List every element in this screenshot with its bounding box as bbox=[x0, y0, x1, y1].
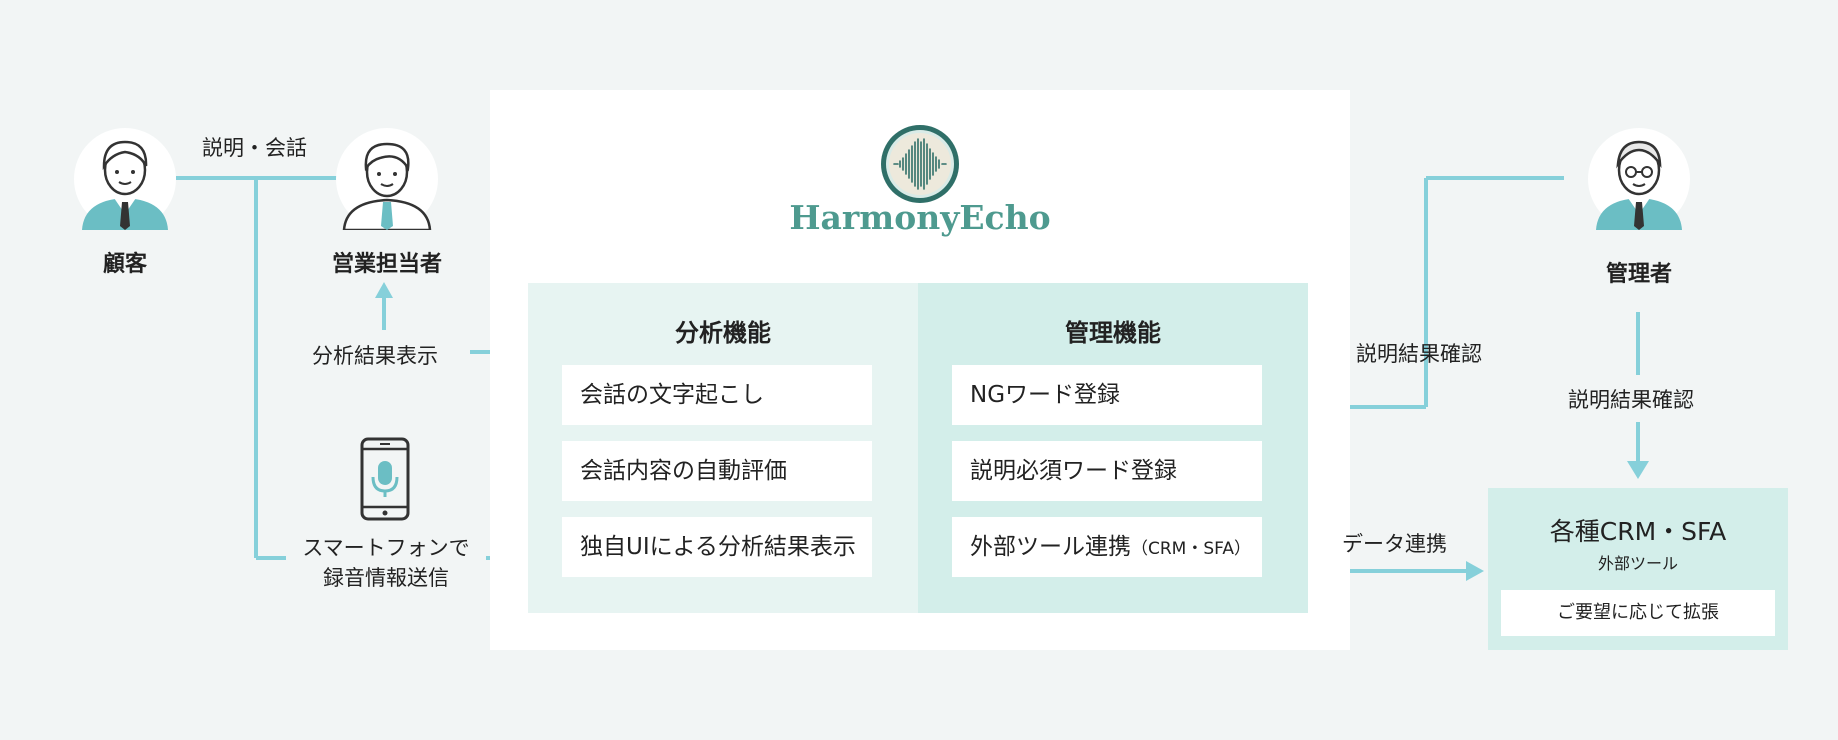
admin-avatar bbox=[1588, 128, 1690, 230]
management-item-required-words: 説明必須ワード登録 bbox=[952, 441, 1262, 501]
management-panel-title: 管理機能 bbox=[1065, 319, 1161, 347]
analysis-item-ui-display: 独自UIによる分析結果表示 bbox=[562, 517, 872, 577]
customer-label: 顧客 bbox=[102, 252, 147, 277]
analysis-up-arrowhead bbox=[375, 282, 393, 298]
management-item-external-tools-note: （CRM・SFA） bbox=[1131, 539, 1251, 559]
analysis-features-panel: 分析機能 会話の文字起こし 会話内容の自動評価 独自UIによる分析結果表示 bbox=[528, 283, 918, 613]
analysis-item-transcription: 会話の文字起こし bbox=[562, 365, 872, 425]
management-features-panel: 管理機能 NGワード登録 説明必須ワード登録 外部ツール連携（CRM・SFA） bbox=[918, 283, 1308, 613]
sales-rep-avatar-icon bbox=[336, 128, 438, 232]
customer-avatar-icon bbox=[74, 128, 176, 230]
crm-title: 各種CRM・SFA bbox=[1549, 517, 1727, 546]
smartphone-icon-wrapper bbox=[360, 437, 410, 521]
management-item-external-tools-label: 外部ツール連携 bbox=[970, 534, 1131, 560]
analysis-item-auto-evaluation: 会話内容の自動評価 bbox=[562, 441, 872, 501]
crm-extension-button: ご要望に応じて拡張 bbox=[1501, 590, 1775, 636]
brand-logo bbox=[880, 124, 960, 204]
customer-avatar bbox=[74, 128, 176, 230]
sales-rep-label: 営業担当者 bbox=[331, 252, 442, 277]
recording-label-line1: スマートフォンで bbox=[302, 536, 470, 560]
brand-name: HarmonyEcho bbox=[789, 198, 1051, 237]
data-link-label: データ連携 bbox=[1342, 532, 1447, 556]
soundwave-logo-icon bbox=[881, 125, 959, 203]
management-item-external-tools: 外部ツール連携（CRM・SFA） bbox=[952, 517, 1262, 577]
conversation-label: 説明・会話 bbox=[202, 136, 307, 160]
admin-confirm-crm-label: 説明結果確認 bbox=[1568, 388, 1694, 412]
analysis-display-label: 分析結果表示 bbox=[312, 344, 438, 368]
recording-label-line2: 録音情報送信 bbox=[323, 566, 449, 590]
admin-avatar-icon bbox=[1588, 128, 1690, 230]
analysis-panel-title: 分析機能 bbox=[675, 319, 771, 347]
admin-crm-arrowhead bbox=[1627, 461, 1649, 479]
admin-label: 管理者 bbox=[1605, 262, 1672, 287]
data-link-right-arrowhead bbox=[1466, 561, 1484, 581]
crm-sfa-box: 各種CRM・SFA 外部ツール ご要望に応じて拡張 bbox=[1488, 488, 1788, 650]
sales-rep-avatar bbox=[336, 128, 438, 232]
management-item-ng-words: NGワード登録 bbox=[952, 365, 1262, 425]
crm-subtitle: 外部ツール bbox=[1597, 554, 1678, 573]
smartphone-mic-icon bbox=[360, 437, 410, 521]
admin-confirm-main-label: 説明結果確認 bbox=[1356, 342, 1482, 366]
